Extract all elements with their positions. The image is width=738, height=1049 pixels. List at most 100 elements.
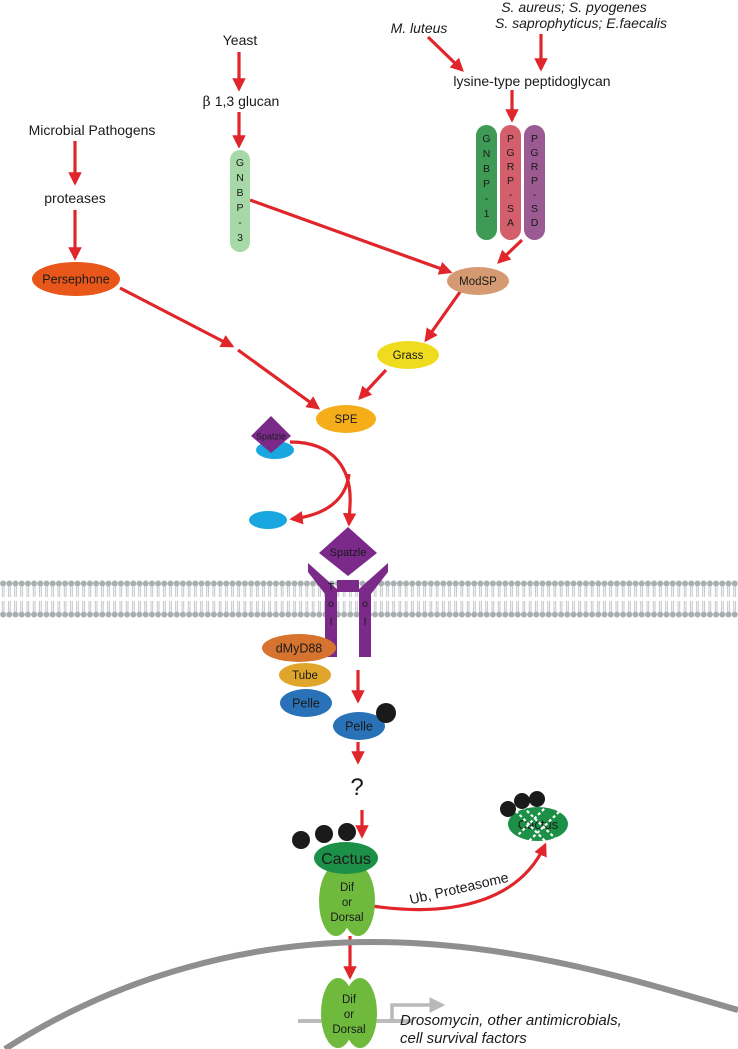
arrow-mluteus-to-peptidoglycan — [426, 35, 464, 72]
phosphate-label: P — [518, 796, 525, 808]
phosphate-badge — [338, 823, 356, 841]
gnbp3-receptor: G N B P - 3 — [230, 150, 250, 252]
dif-label: Dif — [342, 994, 357, 1006]
toll-char: o — [362, 598, 368, 610]
toll-char: l — [330, 616, 332, 628]
gnbp3-char: - — [238, 217, 242, 229]
active-spatzle — [319, 527, 377, 576]
spe-label: SPE — [334, 414, 357, 426]
grass-label: Grass — [393, 350, 424, 362]
phosphate-badge — [529, 791, 545, 807]
dif-label: Dif — [340, 882, 355, 894]
toll-char: T — [328, 581, 335, 593]
microbial-pathogens-label: Microbial Pathogens — [29, 122, 156, 138]
phosphate-label: P — [297, 834, 305, 848]
m-luteus-label: M. luteus — [391, 20, 448, 36]
toll-char: l — [364, 616, 366, 628]
dorsal-label: Dorsal — [330, 912, 363, 924]
spatzle-active-label: Spatzle — [330, 547, 367, 559]
pgrp-sd-char: D — [531, 217, 539, 229]
persephone-label: Persephone — [42, 273, 109, 287]
gram-positive-bacteria-line1: S. aureus; S. pyogenes — [501, 0, 647, 15]
arrow-gnbp3-to-modsp — [249, 198, 453, 275]
pgrp-sa-char: R — [507, 161, 515, 173]
pgrp-sa-receptor: P G R P - S A — [500, 125, 521, 240]
grass-node: Grass — [377, 341, 439, 369]
gnbp1-char: N — [483, 148, 491, 160]
target-genes-line2: cell survival factors — [400, 1030, 527, 1047]
gnbp3-char: N — [236, 172, 244, 184]
phosphate-badge — [514, 793, 530, 809]
pelle-complex-node: Pelle — [280, 689, 332, 717]
or-label: or — [342, 897, 352, 909]
transcription-start-arrow — [390, 997, 446, 1021]
pgrp-sa-char: - — [509, 189, 513, 201]
spatzle-toll-receptor: Spatzle T o l o l — [308, 527, 388, 657]
cactus-label: Cactus — [321, 851, 371, 868]
dorsal-label: Dorsal — [332, 1024, 365, 1036]
persephone-node: Persephone — [32, 262, 120, 296]
gnbp3-char: P — [236, 202, 243, 214]
arrow-receptors-to-modsp — [497, 238, 524, 264]
spe-node: SPE — [316, 405, 376, 433]
pgrp-sa-char: G — [506, 147, 514, 159]
phosphate-badge — [292, 831, 310, 849]
pgrp-sd-char: R — [531, 161, 539, 173]
pgrp-sa-char: P — [507, 133, 514, 145]
arrow-modsp-to-grass — [424, 291, 462, 343]
spatzle-pro-label: Spatzle — [256, 432, 286, 442]
phosphate-badge — [376, 703, 396, 723]
target-genes-line1: Drosomycin, other antimicrobials, — [400, 1012, 622, 1029]
tube-node: Tube — [279, 663, 331, 687]
pgrp-sd-char: P — [531, 175, 538, 187]
phosphate-label: P — [343, 826, 351, 840]
tube-label: Tube — [292, 670, 318, 682]
cactus-node: Cactus P P P — [292, 823, 378, 874]
gnbp1-char: 1 — [484, 208, 490, 220]
gnbp1-char: G — [482, 133, 490, 145]
spatzle-diamond — [251, 416, 291, 453]
ub-proteasome-label: Ub, Proteasome — [408, 869, 510, 907]
phosphate-label: P — [504, 804, 511, 816]
pgrp-sd-receptor: P G R P - S D — [524, 125, 545, 240]
gnbp1-char: P — [483, 178, 490, 190]
arrow-cactus-degradation — [371, 842, 547, 912]
gnbp1-char: - — [485, 193, 489, 205]
gnbp3-char: B — [236, 187, 243, 199]
gram-positive-bacteria-line2: S. saprophyticus; E.faecalis — [495, 15, 667, 31]
phosphate-badge — [500, 801, 516, 817]
gnbp3-char: G — [236, 157, 244, 169]
gnbp1-char: B — [483, 163, 490, 175]
arrow-prodomain-release — [289, 473, 351, 525]
pgrp-sa-char: P — [507, 175, 514, 187]
released-prodomain — [249, 511, 287, 529]
phosphate-label: P — [320, 828, 328, 842]
pelle-phos-label: Pelle — [345, 720, 373, 734]
degraded-cactus: Cactus P P P — [500, 791, 568, 843]
pgrp-sd-char: G — [530, 147, 538, 159]
modsp-label: ModSP — [459, 276, 497, 288]
arrow-spe-cleavage — [289, 440, 357, 527]
proteases-label: proteases — [44, 190, 105, 206]
pathway-arrows — [68, 34, 548, 980]
or-label: or — [344, 1009, 354, 1021]
pgrp-sa-char: A — [507, 217, 514, 229]
gnbp1-receptor: G N B P - 1 — [476, 125, 497, 240]
nuclear-envelope — [3, 938, 738, 1049]
pelle-complex-label: Pelle — [292, 697, 320, 711]
arrow-persephone-to-spe-part2 — [237, 348, 321, 410]
pgrp-sd-char: S — [531, 203, 538, 215]
toll-char: o — [328, 598, 334, 610]
dif-dorsal-cytoplasmic: Dif or Dorsal — [319, 866, 375, 936]
modsp-node: ModSP — [447, 267, 509, 295]
unknown-kinase-label: ? — [350, 774, 363, 801]
gnbp3-char: 3 — [237, 232, 243, 244]
phosphate-label: P — [533, 794, 540, 806]
peptidoglycan-label: lysine-type peptidoglycan — [453, 73, 610, 89]
phospho-pelle-node: Pelle P — [333, 703, 396, 740]
dmyd88-label: dMyD88 — [276, 642, 323, 656]
phosphate-badge — [315, 825, 333, 843]
pgrp-sd-char: P — [531, 133, 538, 145]
